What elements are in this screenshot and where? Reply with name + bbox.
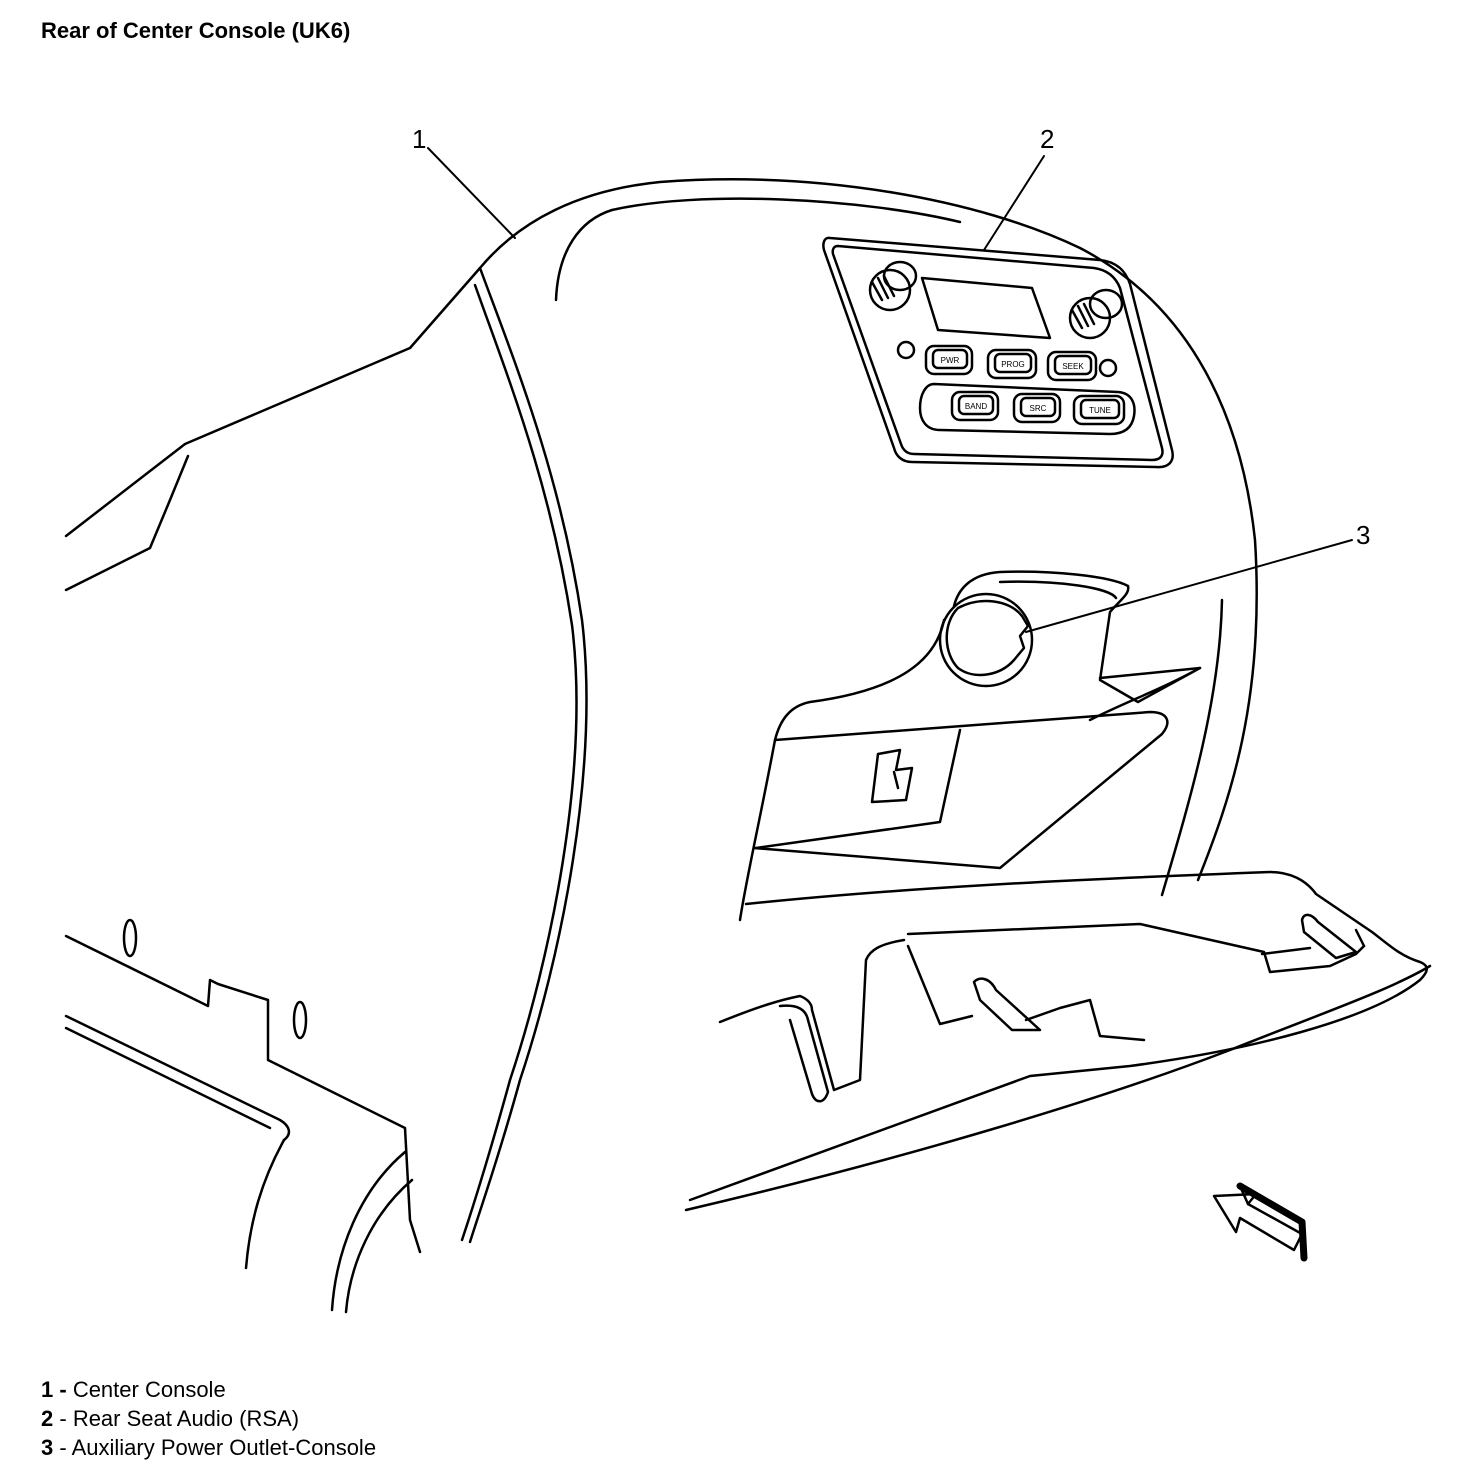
band-label: BAND	[965, 402, 987, 411]
prog-button: PROG	[986, 348, 1038, 380]
tune-label: TUNE	[1089, 406, 1111, 415]
legend: 1 - Center Console 2 - Rear Seat Audio (…	[41, 1375, 376, 1462]
prog-label: PROG	[1001, 360, 1025, 369]
band-button: BAND	[950, 390, 1000, 422]
auxiliary-power-outlet	[738, 570, 1202, 922]
pwr-label: PWR	[941, 356, 960, 365]
legend-label: Auxiliary Power Outlet-Console	[71, 1435, 377, 1460]
seek-button: SEEK	[1046, 350, 1098, 382]
rear-seat-audio-panel: PWR PROG SEEK BAND SRC TUNE	[822, 236, 1174, 469]
legend-row: 3 - Auxiliary Power Outlet-Console	[41, 1433, 376, 1462]
volume-knob-left	[868, 260, 918, 312]
legend-separator: -	[53, 1435, 72, 1460]
leader-line-1	[427, 147, 516, 239]
legend-row: 1 - Center Console	[41, 1375, 376, 1404]
seek-label: SEEK	[1062, 362, 1084, 371]
legend-separator: -	[53, 1377, 73, 1402]
legend-label: Rear Seat Audio (RSA)	[72, 1406, 300, 1431]
direction-arrow-icon	[1212, 1182, 1308, 1262]
floor-panel	[64, 918, 422, 1314]
legend-label: Center Console	[72, 1377, 226, 1402]
src-label: SRC	[1030, 404, 1047, 413]
storage-bin	[684, 870, 1432, 1212]
leader-line-2	[983, 155, 1045, 251]
legend-separator: -	[53, 1406, 73, 1431]
legend-row: 2 - Rear Seat Audio (RSA)	[41, 1404, 376, 1433]
pwr-button: PWR	[924, 344, 974, 376]
left-panel-outline	[64, 266, 482, 592]
legend-number: 2	[41, 1406, 54, 1431]
callout-number-2: 2	[1040, 124, 1054, 154]
tune-button: TUNE	[1072, 394, 1126, 426]
callout-number-1: 1	[412, 124, 426, 154]
tune-knob-right	[1068, 288, 1124, 340]
page-title: Rear of Center Console (UK6)	[41, 18, 351, 43]
src-button: SRC	[1012, 392, 1062, 424]
legend-number: 1	[41, 1377, 54, 1402]
leader-line-3	[1025, 539, 1353, 633]
legend-number: 3	[41, 1435, 54, 1460]
leader-lines	[427, 147, 1353, 633]
center-console	[460, 178, 1258, 1244]
callout-number-3: 3	[1356, 520, 1370, 550]
